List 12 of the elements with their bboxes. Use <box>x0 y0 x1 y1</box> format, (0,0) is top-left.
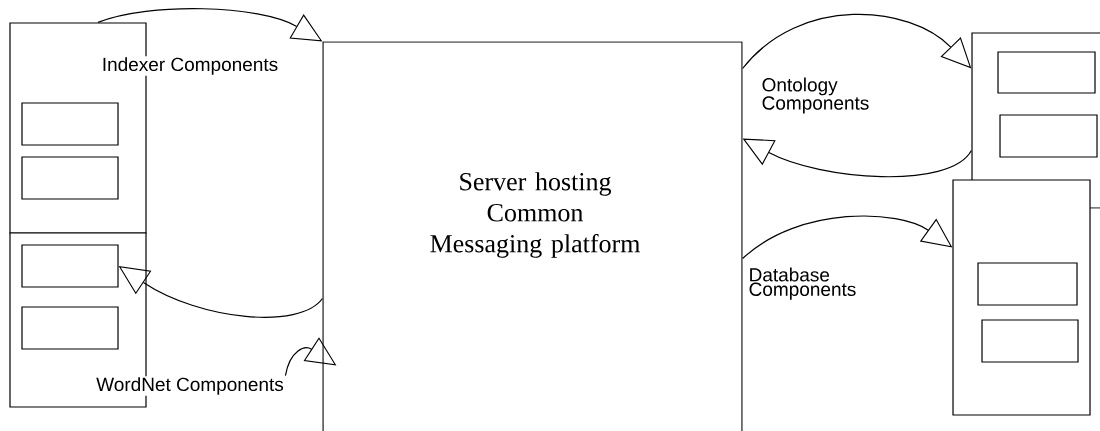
component-box <box>21 102 119 146</box>
component-box <box>21 244 119 288</box>
component-box <box>981 319 1079 363</box>
component-box <box>997 51 1096 94</box>
curved-arrow <box>742 13 972 70</box>
component-box <box>977 262 1078 306</box>
component-box <box>999 114 1098 158</box>
panel-label: Database Components <box>749 267 856 300</box>
server-box: Server hosting Common Messaging platform <box>322 41 743 431</box>
component-box <box>21 156 119 200</box>
component-box <box>21 306 119 350</box>
panel-label: Ontology Components <box>762 77 869 114</box>
